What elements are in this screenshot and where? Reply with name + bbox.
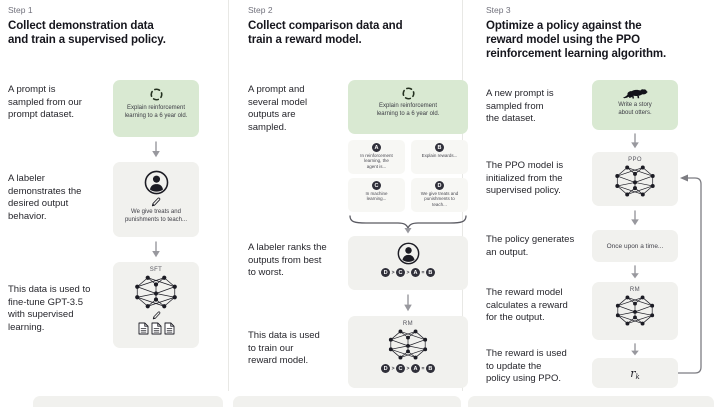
rank-badge: A bbox=[410, 268, 420, 277]
prompt-box: Write a story about otters. bbox=[592, 80, 678, 130]
step-3-caption-reward: The reward model calculates a reward for… bbox=[486, 287, 568, 324]
prompt-text: Write a story about otters. bbox=[618, 102, 652, 116]
output-badge: A bbox=[372, 143, 381, 152]
down-arrow-icon bbox=[630, 133, 640, 149]
rank-badge: D bbox=[381, 364, 391, 373]
rm-label: RM bbox=[402, 321, 414, 327]
prompt-text: Explain reinforcement learning to a 6 ye… bbox=[124, 105, 188, 119]
output-badge: D bbox=[435, 181, 444, 190]
step-2-heading: Collect comparison data and train a rewa… bbox=[248, 20, 403, 47]
output-box: Once upon a time... bbox=[592, 230, 678, 262]
bottom-band bbox=[468, 396, 714, 407]
step-2-caption-rank: A labeler ranks the outputs from best to… bbox=[248, 242, 327, 279]
generated-output-text: Once upon a time... bbox=[606, 242, 664, 250]
labeler-demo-text: We give treats and punishments to teach.… bbox=[124, 209, 188, 223]
rank-badge: B bbox=[425, 364, 435, 373]
step-2-caption-train: This data is used to train our reward mo… bbox=[248, 330, 320, 367]
step-3-caption-update: The reward is used to update the policy … bbox=[486, 348, 567, 385]
step-1-caption-labeler: A labeler demonstrates the desired outpu… bbox=[8, 173, 82, 222]
reward-k: k bbox=[635, 373, 640, 381]
step-1-caption-prompt: A prompt is sampled from our prompt data… bbox=[8, 84, 82, 121]
output-badge: B bbox=[435, 143, 444, 152]
reward-r: r bbox=[630, 367, 636, 380]
down-arrow-icon bbox=[630, 210, 640, 226]
bottom-band bbox=[233, 396, 461, 407]
down-arrow-icon bbox=[630, 265, 640, 279]
reward-box: rk bbox=[592, 358, 678, 388]
prompt-box: Explain reinforcement learning to a 6 ye… bbox=[113, 80, 199, 137]
output-chip-b: B Explain rewards... bbox=[411, 140, 468, 174]
rank-separator: = bbox=[421, 269, 425, 276]
rank-separator: = bbox=[421, 365, 425, 372]
otter-icon bbox=[622, 86, 648, 100]
rank-separator: > bbox=[391, 269, 395, 276]
rank-badge: B bbox=[425, 268, 435, 277]
feedback-loop-arrow-icon bbox=[678, 174, 702, 374]
output-chip-text: In machine learning... bbox=[365, 191, 388, 202]
output-chip-text: We give treats and punishments to teach.… bbox=[420, 191, 459, 207]
ranking-row: D > C > A = B bbox=[381, 364, 435, 373]
output-chip-d: D We give treats and punishments to teac… bbox=[411, 178, 468, 212]
rank-badge: C bbox=[396, 364, 406, 373]
rank-separator: > bbox=[391, 365, 395, 372]
reward-value: rk bbox=[630, 364, 640, 382]
rank-badge: D bbox=[381, 268, 391, 277]
prompt-text: Explain reinforcement learning to a 6 ye… bbox=[376, 103, 440, 117]
neural-network-icon bbox=[613, 164, 657, 198]
ranking-labeler-box: D > C > A = B bbox=[348, 236, 468, 290]
step-3-caption-init: The PPO model is initialized from the su… bbox=[486, 160, 564, 197]
ranking-row: D > C > A = B bbox=[381, 268, 435, 277]
step-3-caption-generate: The policy generates an output. bbox=[486, 234, 575, 258]
brace-arrowhead-icon bbox=[404, 228, 412, 234]
step-1-label: Step 1 bbox=[8, 5, 33, 15]
down-arrow-icon bbox=[630, 343, 640, 356]
rank-badge: A bbox=[410, 364, 420, 373]
output-chip-c: C In machine learning... bbox=[348, 178, 405, 212]
rm-label: RM bbox=[629, 287, 641, 293]
prompt-box: Explain reinforcement learning to a 6 ye… bbox=[348, 80, 468, 134]
step-3-heading: Optimize a policy against the reward mod… bbox=[486, 20, 667, 61]
step-2-caption-prompt: A prompt and several model outputs are s… bbox=[248, 84, 308, 133]
output-chip-a: A In reinforcement learning, the agent i… bbox=[348, 140, 405, 174]
bottom-band bbox=[33, 396, 223, 407]
rank-separator: > bbox=[406, 365, 410, 372]
column-divider bbox=[228, 0, 229, 391]
rm-box: RM bbox=[592, 282, 678, 340]
rank-separator: > bbox=[406, 269, 410, 276]
step-2-label: Step 2 bbox=[248, 5, 273, 15]
step-1-caption-finetune: This data is used to fine-tune GPT-3.5 w… bbox=[8, 284, 91, 333]
output-chip-text: Explain rewards... bbox=[421, 153, 458, 158]
step-1-heading: Collect demonstration data and train a s… bbox=[8, 20, 166, 47]
rank-badge: C bbox=[396, 268, 406, 277]
ppo-box: PPO bbox=[592, 152, 678, 206]
neural-network-icon bbox=[614, 294, 656, 327]
sft-label: SFT bbox=[149, 267, 163, 273]
sft-box: SFT bbox=[113, 262, 199, 348]
ppo-label: PPO bbox=[628, 157, 642, 163]
labeler-box: We give treats and punishments to teach.… bbox=[113, 162, 199, 237]
output-chip-text: In reinforcement learning, the agent is.… bbox=[360, 153, 393, 169]
rm-box: RM D > C > A = B bbox=[348, 316, 468, 388]
step-3-caption-prompt: A new prompt is sampled from the dataset… bbox=[486, 88, 554, 125]
output-badge: C bbox=[372, 181, 381, 190]
step-3-label: Step 3 bbox=[486, 5, 511, 15]
